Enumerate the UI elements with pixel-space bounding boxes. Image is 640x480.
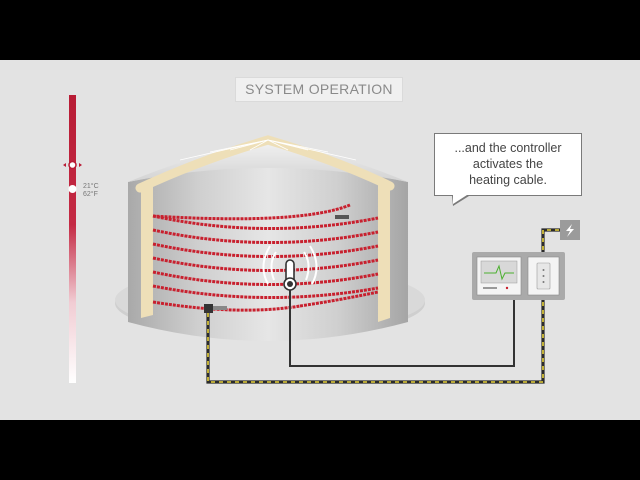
tank-roof: [128, 138, 408, 182]
insulation-right: [378, 178, 390, 322]
controller-panel: [472, 252, 565, 300]
power-cable: [206, 228, 560, 384]
temperature-fahrenheit: 62°F: [83, 191, 98, 198]
temperature-celsius: 21°C: [83, 183, 99, 190]
setpoint-marker: [68, 160, 77, 170]
roof-ribs: [179, 139, 357, 161]
power-source: [560, 220, 580, 240]
cable-gland: [213, 306, 227, 310]
callout-line-3: heating cable.: [469, 173, 547, 187]
junction-box: [204, 304, 213, 313]
letterbox-top: [0, 0, 640, 60]
diagram-stage: SYSTEM OPERATION ...and the controller a…: [0, 60, 640, 420]
callout-line-1: ...and the controller: [454, 141, 562, 155]
current-temp-marker: [68, 185, 77, 193]
thermometer-bar: [69, 95, 76, 383]
temperature-probe: [335, 215, 349, 219]
status-led: [505, 286, 509, 290]
letterbox-bottom: [0, 420, 640, 480]
tank-diagram: [63, 95, 580, 384]
callout-line-2: activates the: [472, 157, 544, 171]
callout-bubble: ...and the controller activates the heat…: [434, 133, 582, 196]
temperature-readout: 21°C 62°F: [83, 183, 99, 199]
sensor-wire: [289, 290, 515, 367]
controller-signal-graph: [484, 264, 514, 281]
callout-tail: [453, 195, 467, 204]
heating-cable-coils: [152, 203, 379, 312]
temperature-scale: [63, 95, 82, 383]
section-title: SYSTEM OPERATION: [235, 77, 403, 102]
insulation-left: [141, 180, 153, 318]
tank-body: [128, 167, 408, 341]
lightning-bolt-icon: [566, 224, 574, 237]
